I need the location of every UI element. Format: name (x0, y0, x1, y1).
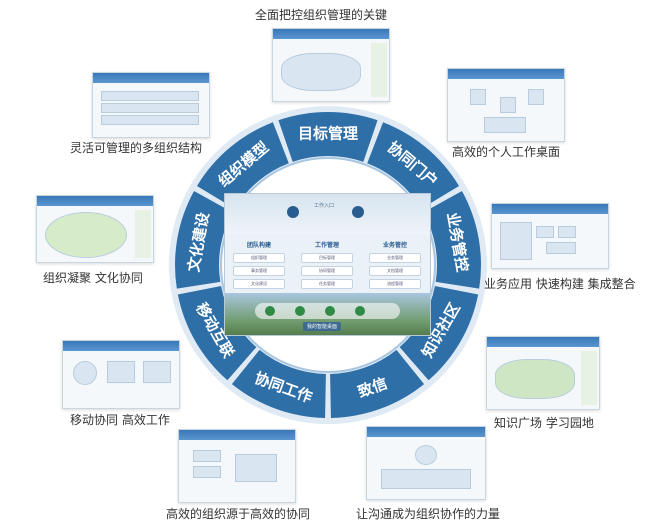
center-screenshot: 工作入口 团队构建 组织管理 事务管理 文化建设 工作管理 目标管理 协同管理 … (224, 193, 431, 336)
ring-label: 目标管理 (298, 125, 358, 143)
thumbnail-bottom-left (178, 429, 296, 503)
dock-icon (265, 306, 275, 316)
column-team: 团队构建 组织管理 事务管理 文化建设 (231, 240, 287, 292)
ring-segment (399, 285, 479, 381)
ring-segment (330, 349, 425, 418)
menu-item[interactable]: 事务管理 (233, 266, 285, 276)
column-heading: 团队构建 (246, 242, 271, 249)
menu-item[interactable]: 任务管理 (301, 279, 353, 289)
caption-left: 组织凝聚 文化协同 (43, 271, 143, 285)
center-title: 工作入口 (314, 203, 335, 209)
menu-item[interactable]: 组织管理 (233, 253, 285, 263)
ring-segment (367, 122, 460, 209)
footer-label: 我的智能桌面 (303, 322, 342, 331)
thumbnail-top (272, 28, 390, 102)
column-heading: 业务管控 (382, 242, 407, 249)
ring-segment (175, 191, 233, 289)
home-icon (287, 206, 299, 218)
app-dock (255, 303, 400, 319)
ring-segment (423, 191, 482, 289)
thumbnail-top-left (92, 72, 210, 138)
ring-segment (177, 285, 257, 381)
caption-bottom-right: 知识广场 学习园地 (494, 416, 594, 430)
caption-left-low: 移动协同 高效工作 (70, 413, 170, 427)
menu-item[interactable]: 协同管理 (301, 266, 353, 276)
menu-item[interactable]: 流程管理 (369, 279, 421, 289)
column-business: 业务管控 业务管理 文档管理 流程管理 (367, 240, 423, 292)
dock-icon (355, 306, 365, 316)
caption-top-right: 高效的个人工作桌面 (452, 145, 561, 159)
caption-top-left: 灵活可管理的多组织结构 (70, 141, 203, 155)
ring-segment (278, 111, 378, 162)
ring-segment (231, 349, 326, 418)
menu-item[interactable]: 文档管理 (369, 266, 421, 276)
column-work: 工作管理 目标管理 协同管理 任务管理 (299, 240, 355, 292)
dock-icon (295, 306, 305, 316)
thumbnail-left-low (62, 340, 180, 409)
ring-segment (196, 122, 289, 209)
dock-icon (325, 306, 335, 316)
thumbnail-left (36, 195, 154, 263)
thumbnail-bottom-right (486, 336, 600, 410)
thumbnail-top-right (447, 68, 565, 142)
caption-right: 业务应用 快速构建 集成整合 (484, 277, 636, 291)
column-heading: 工作管理 (314, 242, 339, 249)
menu-item[interactable]: 文化建设 (233, 279, 285, 289)
thumbnail-right (491, 203, 609, 269)
thumbnail-bottom (366, 426, 486, 500)
settings-icon (352, 206, 364, 218)
menu-item[interactable]: 业务管理 (369, 253, 421, 263)
caption-bottom-left: 高效的组织源于高效的协同 (166, 507, 311, 521)
menu-item[interactable]: 目标管理 (301, 253, 353, 263)
caption-top: 全面把控组织管理的关键 (255, 8, 388, 22)
caption-bottom: 让沟通成为组织协作的力量 (356, 507, 501, 521)
